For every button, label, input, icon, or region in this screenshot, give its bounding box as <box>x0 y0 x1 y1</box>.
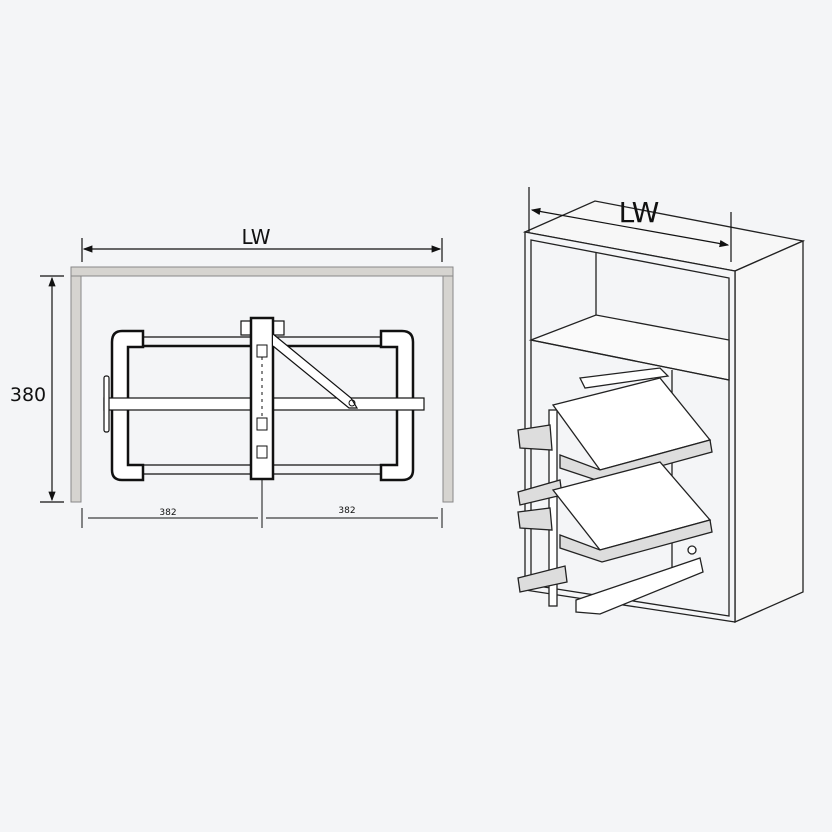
cabinet-outline <box>70 266 454 503</box>
top-view: LW 380 382 382 <box>10 225 454 528</box>
right-half-label: 382 <box>338 506 355 516</box>
width-label: LW <box>241 225 270 249</box>
width-dimension <box>81 238 443 262</box>
left-half-label: 382 <box>159 508 176 518</box>
half-width-dimensions <box>81 480 443 528</box>
perspective-width-label: LW <box>619 196 660 229</box>
perspective-view <box>517 187 806 623</box>
width-dimension-3d <box>528 187 732 262</box>
basket-plan <box>103 316 425 482</box>
depth-dimension <box>40 275 64 503</box>
depth-label: 380 <box>10 384 46 406</box>
pullout-shelves <box>517 367 713 615</box>
